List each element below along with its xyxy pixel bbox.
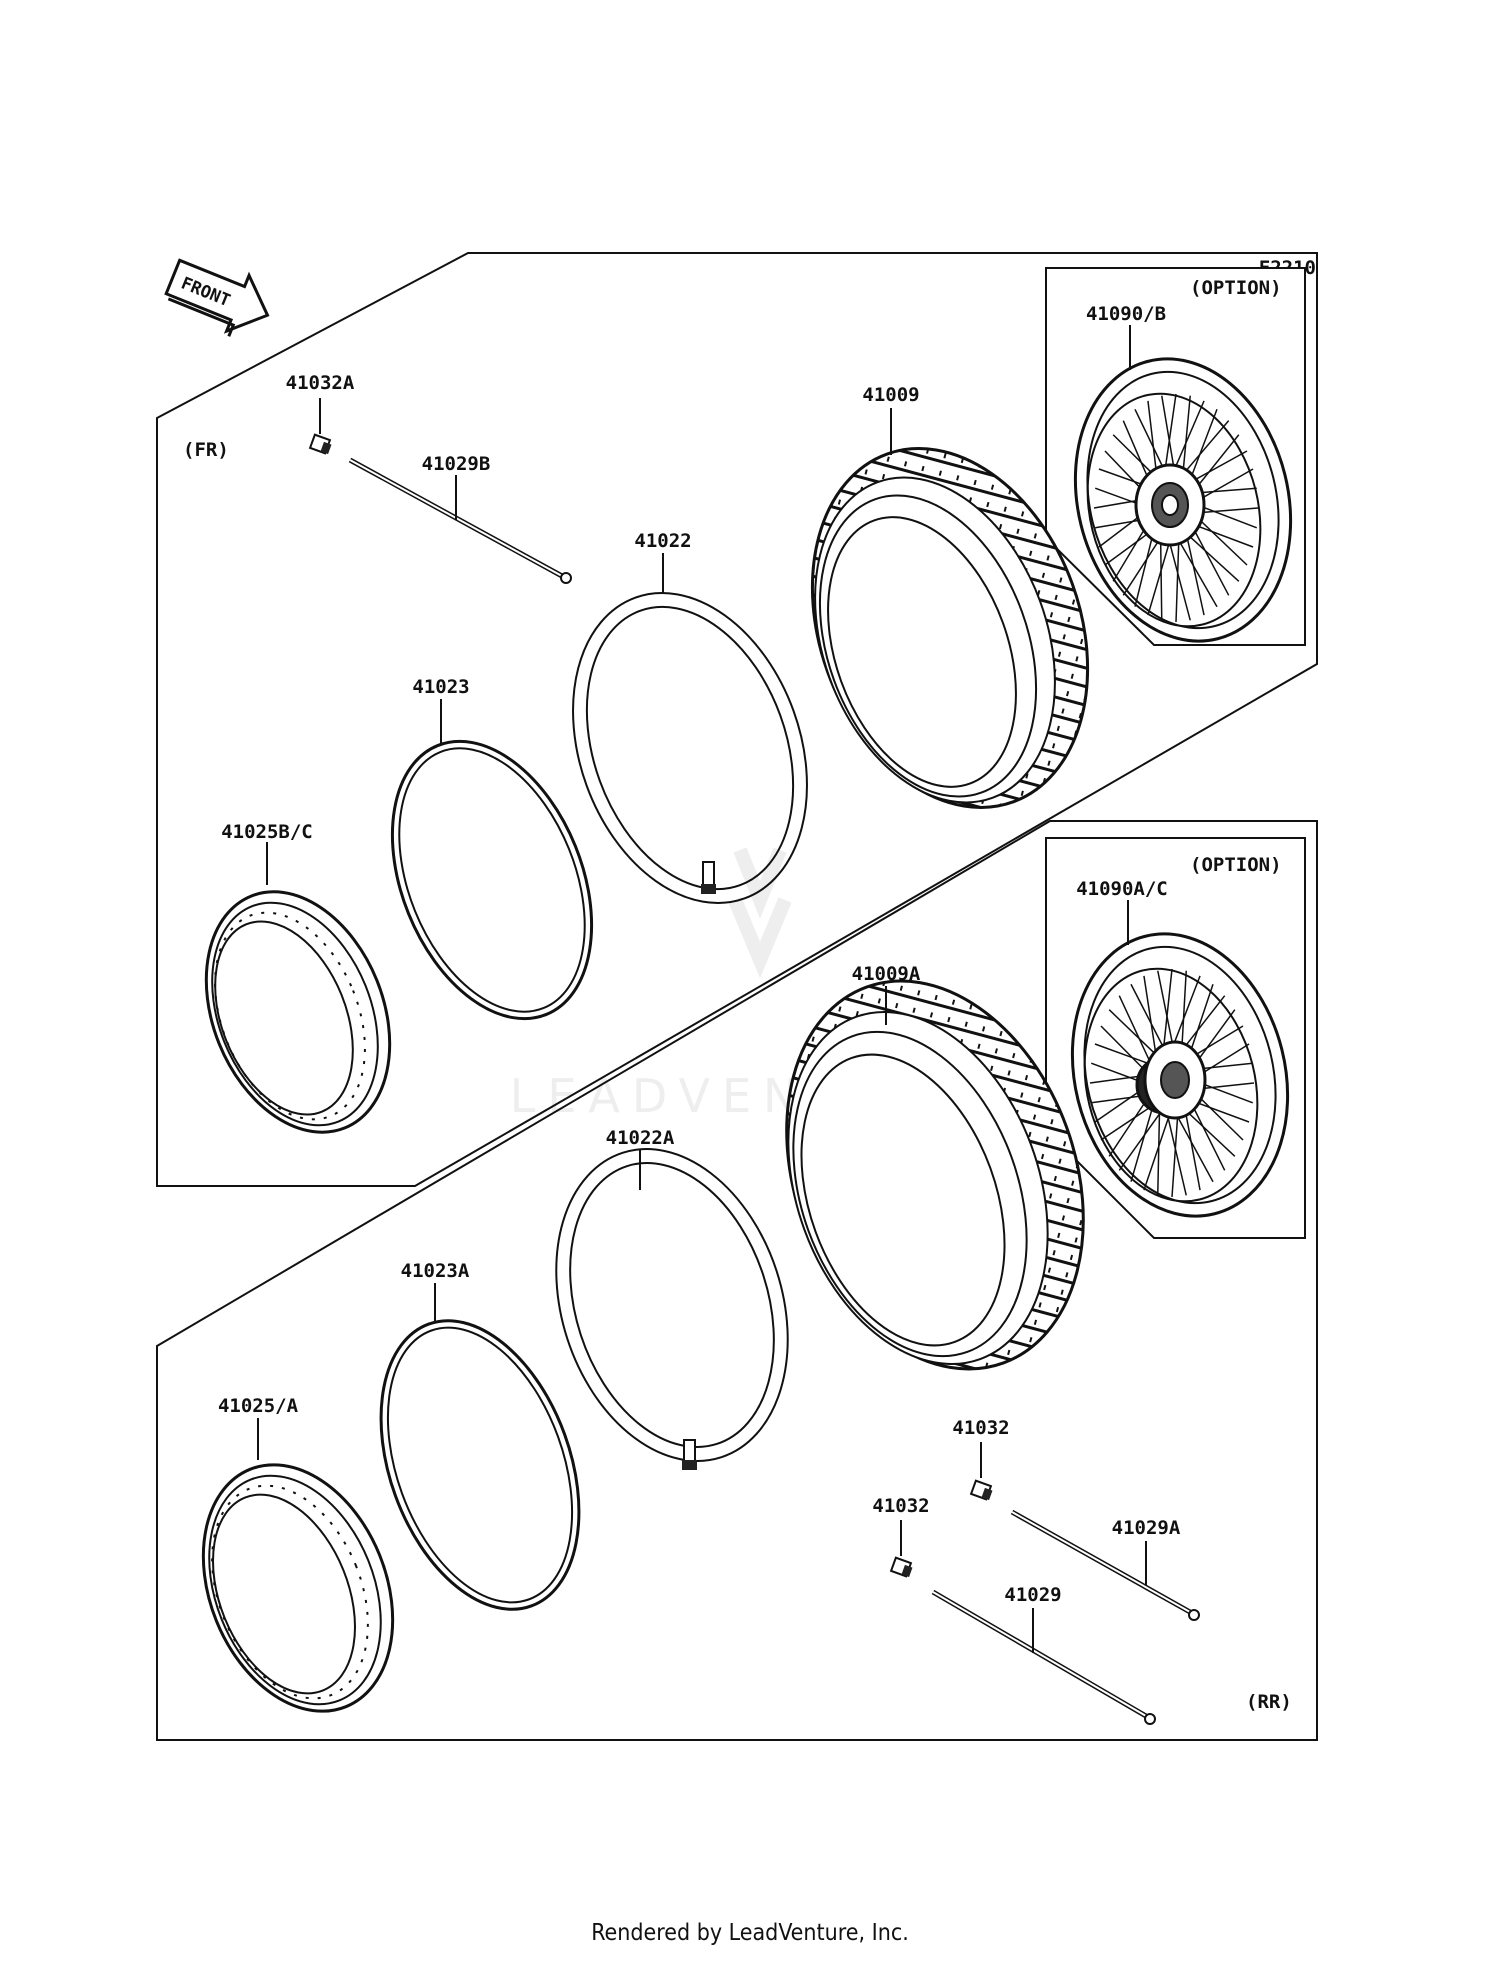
front-valve-icon (308, 433, 332, 455)
rr-spoke-1-part: 41029A (1112, 1517, 1181, 1539)
option-front-tag: (OPTION) (1190, 277, 1282, 299)
rear-spoke-2 (931, 1589, 1156, 1725)
front-section-border (156, 252, 1318, 1187)
fr-spoke-part: 41029B (422, 453, 491, 475)
front-section-tag: (FR) (183, 439, 229, 461)
rear-rim-band (379, 1319, 581, 1611)
option-front-part: 41090/B (1086, 303, 1166, 325)
fr-tire-part: 41009 (862, 384, 919, 406)
rear-spoke-1 (1010, 1509, 1200, 1621)
rr-valve-2-part: 41032 (872, 1495, 929, 1517)
front-tube (572, 592, 808, 904)
front-spoked-wheel (1073, 357, 1293, 643)
front-arrow-icon: FRONT (164, 258, 270, 337)
rr-valve-1-part: 41032 (952, 1417, 1009, 1439)
rr-tire-part: 41009A (852, 963, 921, 985)
rear-rim (201, 1463, 395, 1713)
rear-tire (785, 979, 1085, 1371)
footer-credit: Rendered by LeadVenture, Inc. (591, 1920, 909, 1946)
front-rim-band (390, 739, 594, 1021)
rear-tube (555, 1148, 789, 1470)
rear-section-tag: (RR) (1246, 1691, 1292, 1713)
option-rear-tag: (OPTION) (1190, 854, 1282, 876)
rr-band-part: 41023A (401, 1260, 470, 1282)
option-front-box (1045, 267, 1306, 646)
rr-spoke-2-part: 41029 (1004, 1584, 1061, 1606)
rear-valve-1-icon (969, 1479, 993, 1501)
fr-valve-part: 41032A (286, 372, 355, 394)
rr-rim-part: 41025/A (218, 1395, 299, 1417)
rear-spoked-wheel (1070, 932, 1290, 1218)
fr-rim-part: 41025B/C (221, 821, 313, 843)
rear-valve-2-icon (889, 1556, 913, 1578)
fr-tube-part: 41022 (634, 530, 691, 552)
front-tire (810, 447, 1090, 809)
rear-section-border (156, 820, 1318, 1741)
option-rear-part: 41090A/C (1076, 878, 1168, 900)
fr-band-part: 41023 (412, 676, 469, 698)
front-spoke (348, 457, 572, 584)
front-rim (204, 890, 392, 1134)
rr-tube-part: 41022A (606, 1127, 675, 1149)
